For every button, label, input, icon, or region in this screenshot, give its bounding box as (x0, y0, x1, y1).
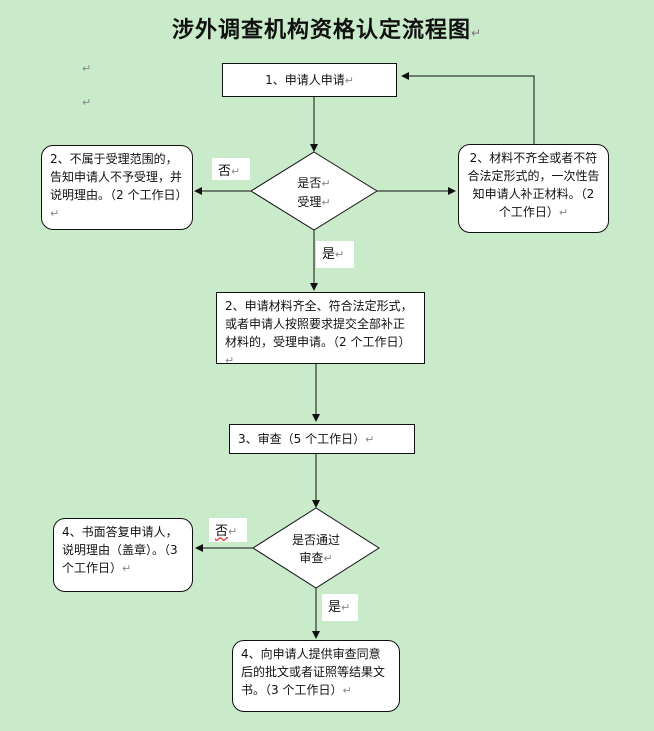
reject-box: 2、不属于受理范围的，告知申请人不予受理，并说明理由。（2 个工作日）↵ (41, 145, 193, 230)
label-yes-pass: 是↵ (322, 594, 358, 621)
written-reply-box: 4、书面答复申请人，说明理由（盖章）。（3 个工作日）↵ (53, 518, 193, 592)
label-no-accept: 否↵ (212, 158, 250, 180)
supplement-box: 2、材料不齐全或者不符合法定形式的，一次性告知申请人补正材料。（2 个工作日）↵ (458, 144, 609, 233)
page-title: 涉外调查机构资格认定流程图↵ (171, 18, 483, 43)
arrow-supplement-to-apply (401, 72, 535, 144)
paragraph-mark: ↵ (82, 96, 92, 109)
review-box: 3、审查（5 个工作日）↵ (229, 424, 415, 454)
paragraph-mark: ↵ (82, 62, 92, 75)
decision-accept-text: 是否↵ 受理↵ (297, 176, 331, 209)
decision-pass-text: 是否通过 审查↵ (291, 533, 340, 565)
provide-result-box: 4、向申请人提供审查同意后的批文或者证照等结果文书。（3 个工作日）↵ (232, 640, 400, 712)
label-yes-accept: 是↵ (316, 241, 354, 268)
apply-box: 1、申请人申请↵ (222, 63, 397, 97)
decision-pass-diamond (252, 507, 380, 589)
accept-box: 2、申请材料齐全、符合法定形式，或者申请人按照要求提交全部补正材料的，受理申请。… (216, 292, 425, 367)
label-no-pass: 否↵ (209, 518, 247, 542)
decision-accept-diamond (250, 151, 378, 231)
